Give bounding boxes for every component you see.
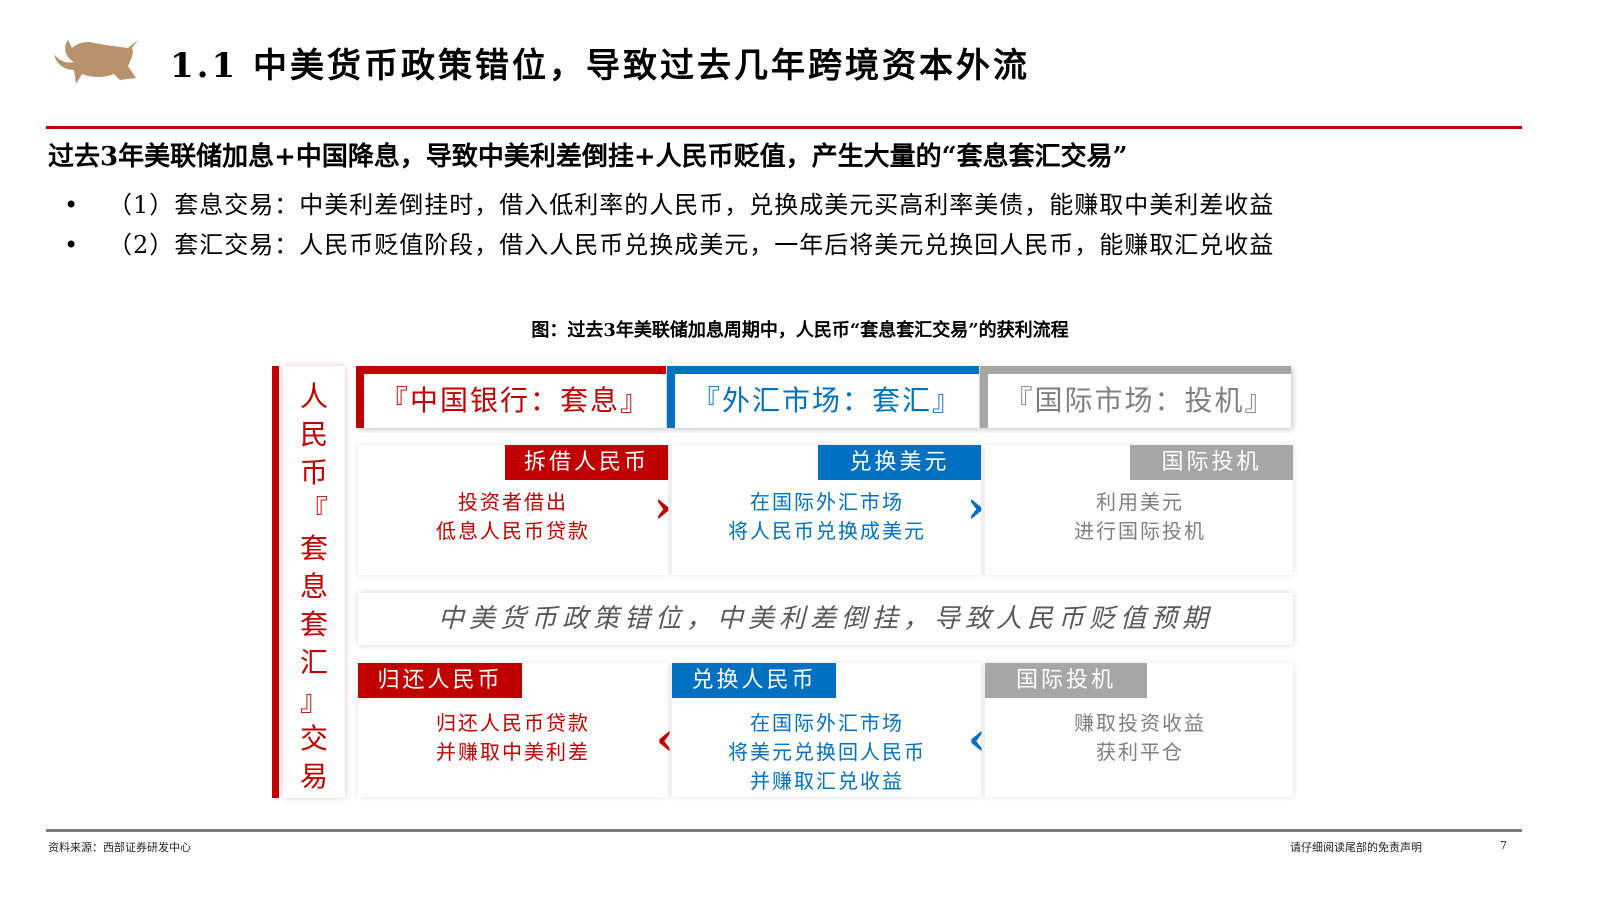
chevron-left-icon: ‹ — [968, 714, 986, 765]
tag-speculation: 国际投机 — [1130, 445, 1293, 480]
header-intl-market: 『国际市场：投机』 — [980, 366, 1291, 428]
bull-logo — [48, 34, 144, 92]
side-bar — [272, 366, 279, 798]
page-number: 7 — [1500, 839, 1507, 852]
step-text: 赚取投资收益获利平仓 — [1074, 711, 1206, 764]
header-china-bank: 『中国银行：套息』 — [356, 366, 666, 428]
cause-banner: 中美货币政策错位，中美利差倒挂，导致人民币贬值预期 — [358, 593, 1293, 645]
side-label: 人民币『套息套汇』交易 — [283, 366, 345, 798]
chevron-right-icon: › — [654, 482, 672, 533]
disclaimer-note: 请仔细阅读尾部的免责声明 — [1290, 841, 1422, 854]
bullet-item: •（2）套汇交易：人民币贬值阶段，借入人民币兑换成美元，一年后将美元兑换回人民币… — [64, 231, 1275, 259]
subheading: 过去3年美联储加息+中国降息，导致中美利差倒挂+人民币贬值，产生大量的“套息套汇… — [48, 142, 1128, 172]
step-text: 投资者借出低息人民币贷款 — [436, 490, 590, 543]
tag-exchange-usd: 兑换美元 — [818, 445, 981, 480]
step-text: 归还人民币贷款并赚取中美利差 — [436, 711, 590, 764]
header-fx-market: 『外汇市场：套汇』 — [667, 366, 979, 428]
tag-speculation: 国际投机 — [985, 663, 1147, 698]
step-text: 利用美元进行国际投机 — [1074, 490, 1206, 543]
page-title: 1.1 中美货币政策错位，导致过去几年跨境资本外流 — [170, 46, 1030, 86]
tag-repay-rmb: 归还人民币 — [358, 663, 522, 698]
step-text: 在国际外汇市场将人民币兑换成美元 — [728, 490, 926, 543]
figure-caption: 图：过去3年美联储加息周期中，人民币“套息套汇交易”的获利流程 — [531, 320, 1069, 341]
source-note: 资料来源：西部证券研发中心 — [48, 841, 191, 854]
bullet-item: •（1）套息交易：中美利差倒挂时，借入低利率的人民币，兑换成美元买高利率美债，能… — [64, 191, 1275, 219]
chevron-left-icon: ‹ — [656, 714, 674, 765]
title-divider — [46, 126, 1522, 129]
chevron-right-icon: › — [967, 482, 985, 533]
step-text: 在国际外汇市场将美元兑换回人民币并赚取汇兑收益 — [728, 711, 926, 793]
footer-divider — [46, 829, 1522, 832]
tag-borrow-rmb: 拆借人民币 — [505, 445, 668, 480]
tag-exchange-rmb: 兑换人民币 — [672, 663, 836, 698]
